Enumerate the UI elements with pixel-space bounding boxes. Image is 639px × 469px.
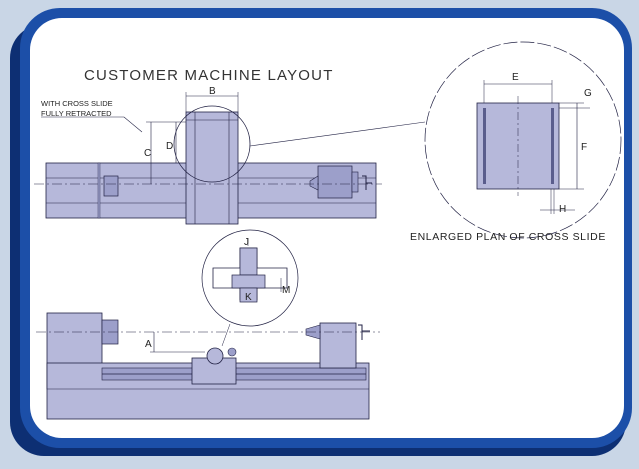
tslot-bolt	[239, 247, 258, 276]
plan-tailstock	[317, 165, 353, 199]
dim-label-k: K	[245, 292, 252, 303]
dim-label-j: J	[244, 237, 249, 248]
drawing-panel	[30, 18, 624, 438]
dim-label-h: H	[559, 204, 566, 215]
front-elevation: A	[36, 312, 380, 420]
dim-label-g: G	[584, 88, 592, 99]
plan-cross-slide	[185, 111, 239, 225]
cross-slide-note-line2: FULLY RETRACTED	[41, 109, 112, 118]
plan-chuck	[103, 175, 119, 197]
detail-leader	[249, 121, 426, 147]
enlarged-plan: E F G H	[424, 41, 622, 239]
plan-detail-circle	[173, 105, 251, 183]
dim-label-m: M	[282, 285, 290, 296]
dim-label-b: B	[209, 86, 216, 97]
note-leader	[123, 116, 143, 133]
elev-tailstock	[319, 322, 357, 369]
dim-label-d: D	[166, 141, 173, 152]
tslot-detail: J K M	[201, 229, 299, 347]
dim-label-a: A	[145, 339, 152, 350]
cross-slide-note-line1: WITH CROSS SLIDE	[41, 99, 113, 108]
dim-label-e: E	[512, 72, 519, 83]
plan-view	[34, 105, 426, 225]
enlarged-detail-circle	[424, 41, 622, 239]
diagram-title: CUSTOMER MACHINE LAYOUT	[84, 67, 334, 84]
tslot-detail-circle	[201, 229, 299, 327]
enlarged-plan-caption: ENLARGED PLAN OF CROSS SLIDE	[410, 231, 606, 243]
dim-label-f: F	[581, 142, 587, 153]
dim-label-c: C	[144, 148, 151, 159]
